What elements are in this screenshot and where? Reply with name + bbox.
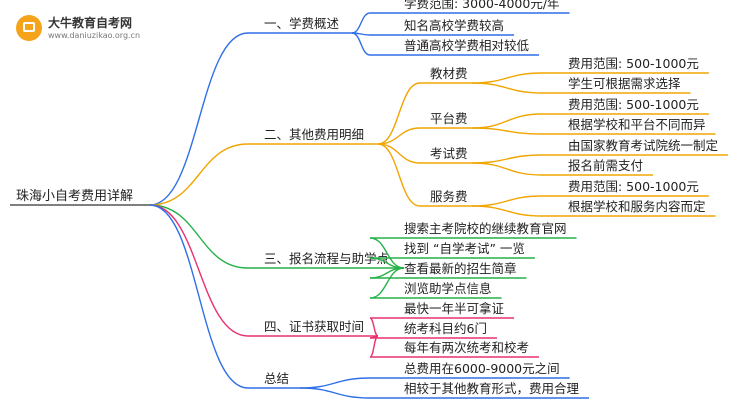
- sub-branch-label: 平台费: [430, 111, 468, 126]
- leaf-label: 每年有两次统考和校考: [404, 340, 529, 355]
- leaf-connector: [351, 12, 371, 34]
- leaf-label: 根据学校和服务内容而定: [568, 199, 706, 214]
- leaf-connector: [369, 317, 379, 337]
- leaf-label: 报名前需支付: [568, 158, 643, 173]
- root-node-label: 珠海小自考费用详解: [16, 189, 133, 204]
- sub-branch-connector: [377, 127, 421, 145]
- sub-branch-label: 服务费: [430, 189, 468, 204]
- branch-label: 总结: [264, 371, 289, 386]
- leaf-connector: [471, 82, 543, 94]
- leaf-connector: [471, 205, 543, 217]
- leaf-label: 根据学校和平台不同而异: [568, 117, 706, 132]
- leaf-label: 由国家教育考试院统一制定: [568, 138, 718, 153]
- leaf-connector: [299, 387, 371, 399]
- branch-connector: [149, 32, 249, 206]
- site-logo[interactable]: 大牛教育自考网 www.daniuzikao.org.cn: [16, 15, 140, 41]
- leaf-connector: [471, 162, 543, 176]
- logo-url: www.daniuzikao.org.cn: [48, 30, 141, 40]
- sub-branch-connector: [377, 143, 421, 207]
- sub-branch-label: 教材费: [430, 66, 468, 81]
- leaf-label: 学费范围: 3000-4000元/年: [404, 0, 560, 11]
- leaf-label: 相较于其他教育形式，费用合理: [404, 381, 580, 396]
- leaf-label: 最快一年半可拿证: [404, 301, 505, 316]
- leaf-label: 费用范围: 500-1000元: [568, 97, 699, 112]
- leaf-label: 知名高校学费较高: [404, 18, 504, 33]
- sub-branch-label: 考试费: [430, 146, 468, 161]
- branch-label: 三、报名流程与助学点: [264, 251, 389, 266]
- leaf-connector: [369, 267, 405, 299]
- logo-text: 大牛教育自考网 www.daniuzikao.org.cn: [48, 16, 140, 41]
- leaf-connector: [471, 127, 543, 135]
- leaf-connector: [471, 72, 543, 84]
- branch-connector: [149, 204, 249, 389]
- leaf-connector: [471, 195, 543, 207]
- leaf-label: 浏览助学点信息: [404, 281, 492, 296]
- leaf-label: 费用范围: 500-1000元: [568, 56, 699, 71]
- leaf-label: 找到 “自学考试” 一览: [404, 241, 525, 256]
- branch-connector: [149, 143, 249, 206]
- leaf-label: 搜索主考院校的继续教育官网: [404, 221, 567, 236]
- branch-connector: [149, 204, 249, 337]
- branch-label: 二、其他费用明细: [264, 127, 364, 142]
- leaf-label: 普通高校学费相对较低: [404, 38, 530, 53]
- leaf-label: 总费用在6000-9000元之间: [404, 361, 560, 376]
- leaf-label: 费用范围: 500-1000元: [568, 179, 699, 194]
- logo-name: 大牛教育自考网: [48, 15, 133, 30]
- branch-label: 一、学费概述: [264, 16, 340, 31]
- sub-branch-connector: [377, 82, 421, 145]
- leaf-connector: [471, 154, 543, 164]
- branch-connector: [149, 204, 249, 269]
- leaf-connector: [299, 377, 371, 389]
- leaf-connector: [471, 113, 543, 129]
- leaf-label: 统考科目约6门: [404, 321, 487, 336]
- leaf-connector: [369, 335, 379, 358]
- branch-label: 四、证书获取时间: [264, 319, 364, 334]
- leaf-label: 学生可根据需求选择: [568, 76, 681, 91]
- book-logo-icon: [16, 15, 42, 41]
- leaf-connector: [351, 32, 371, 56]
- leaf-label: 查看最新的招生简章: [404, 261, 517, 276]
